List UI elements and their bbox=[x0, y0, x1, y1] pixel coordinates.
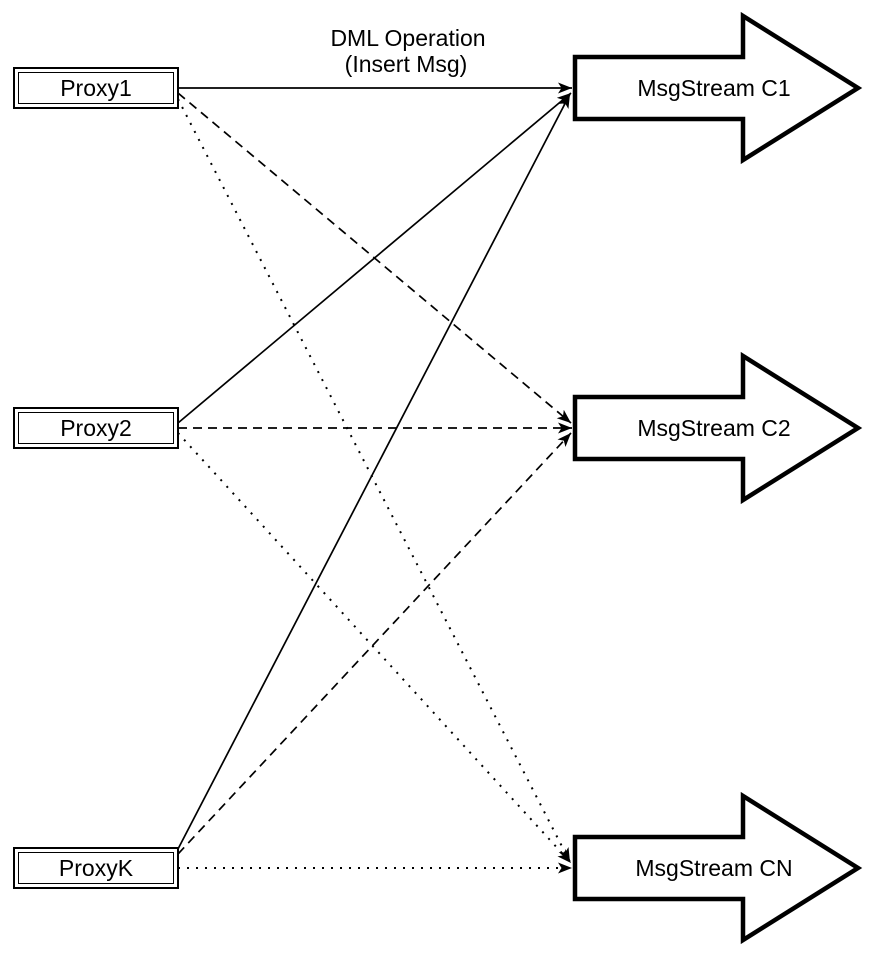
proxy2-label: Proxy2 bbox=[60, 415, 132, 441]
proxy1-label: Proxy1 bbox=[60, 75, 132, 101]
proxy2-box-inner-border bbox=[18, 412, 174, 444]
msgstream-cn-arrow-shape bbox=[572, 791, 863, 945]
connection-proxy2-msgstream-cn bbox=[177, 432, 572, 864]
msgstream-cn-label: MsgStream CN bbox=[635, 855, 792, 881]
msgstream-c1-arrow-shape bbox=[572, 11, 863, 165]
proxy2-box bbox=[13, 407, 179, 449]
proxy-node-proxy1: Proxy1 bbox=[13, 67, 179, 109]
msgstream-c1-label: MsgStream C1 bbox=[637, 75, 790, 101]
proxy1-box bbox=[13, 67, 179, 109]
proxyk-box-inner-border bbox=[18, 852, 174, 884]
msgstream-c2-arrow-shape bbox=[572, 351, 863, 505]
connection-proxyk-msgstream-c1 bbox=[177, 93, 571, 850]
proxyk-label: ProxyK bbox=[59, 855, 134, 881]
proxy-node-proxy2: Proxy2 bbox=[13, 407, 179, 449]
stream-node-msgstream-c1: MsgStream C1 bbox=[572, 11, 863, 165]
connection-proxy1-msgstream-cn bbox=[177, 98, 571, 863]
annotation-line2: (Insert Msg) bbox=[345, 51, 468, 77]
connection-proxyk-msgstream-c2 bbox=[177, 432, 572, 855]
proxy-node-proxyk: ProxyK bbox=[13, 847, 179, 889]
connections bbox=[177, 82, 572, 874]
stream-node-msgstream-c2: MsgStream C2 bbox=[572, 351, 863, 505]
diagram-annotation: DML Operation (Insert Msg) bbox=[330, 25, 485, 77]
connection-proxy2-msgstream-c1 bbox=[177, 92, 572, 424]
stream-node-msgstream-cn: MsgStream CN bbox=[572, 791, 863, 945]
proxy1-box-inner-border bbox=[18, 72, 174, 104]
proxyk-box bbox=[13, 847, 179, 889]
annotation-line1: DML Operation bbox=[330, 25, 485, 51]
msgstream-c2-label: MsgStream C2 bbox=[637, 415, 790, 441]
